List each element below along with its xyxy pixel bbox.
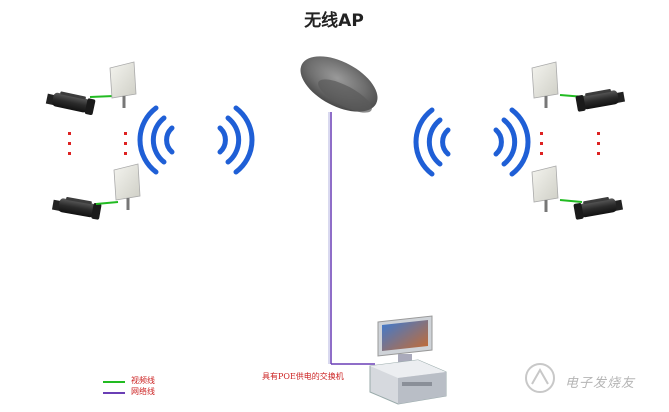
wifi-waves-icon <box>416 110 528 174</box>
legend-video-line <box>103 381 125 383</box>
legend-network-label: 网络线 <box>131 387 155 396</box>
right-antenna-top <box>530 60 560 110</box>
video-line <box>89 95 115 98</box>
poe-switch-label: 具有POE供电的交换机 <box>262 372 344 381</box>
video-line <box>559 199 583 203</box>
right-antenna-bottom <box>530 164 560 214</box>
wifi-waves-icon <box>140 108 252 172</box>
watermark-text: 电子发烧友 <box>565 376 636 391</box>
wireless-ap-icon <box>300 56 378 113</box>
ap-title: 无线AP <box>304 11 364 31</box>
video-line <box>95 201 119 205</box>
left-camera-top <box>45 88 96 116</box>
poe-switch-pc-icon <box>369 315 447 405</box>
right-camera-top <box>575 86 626 112</box>
ellipsis-dots <box>68 132 127 155</box>
left-antenna-bottom <box>112 162 142 212</box>
right-camera-bottom <box>573 194 624 220</box>
legend-video-label: 视频线 <box>131 376 155 385</box>
network-cable <box>328 112 375 365</box>
left-antenna-top <box>108 60 138 110</box>
left-camera-bottom <box>51 194 102 220</box>
watermark-logo-icon <box>525 363 555 393</box>
ellipsis-dots <box>540 132 600 155</box>
legend-network-line <box>103 392 125 394</box>
